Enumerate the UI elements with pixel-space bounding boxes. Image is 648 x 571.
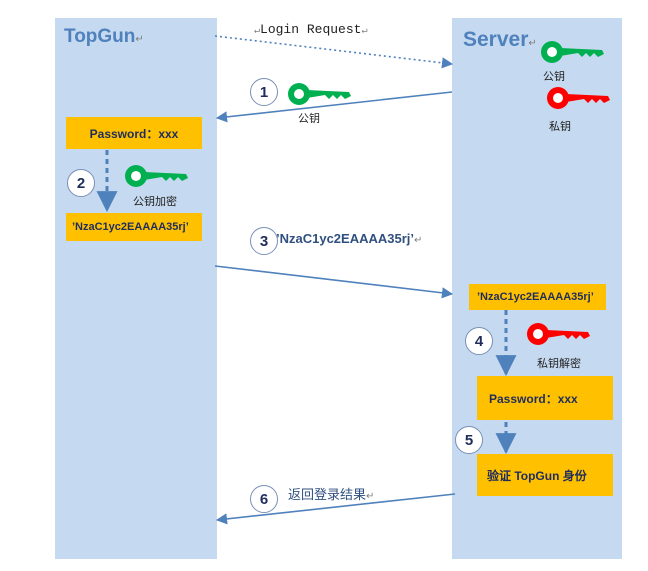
server-public-key-icon xyxy=(541,41,604,63)
result-message-label: 返回登录结果↵ xyxy=(288,487,375,502)
step-5-badge: 5 xyxy=(455,426,483,454)
step2-public-key-icon xyxy=(125,165,188,187)
verify-identity-box: 验证 TopGun 身份 xyxy=(477,454,613,496)
step4-private-key-icon xyxy=(527,323,590,345)
server-cipher-box: ’NzaC1yc2EAAAA35rj’ xyxy=(469,284,606,310)
step-4-badge: 4 xyxy=(465,327,493,355)
step2-key-label: 公钥加密 xyxy=(133,196,177,208)
cipher-arrow xyxy=(214,265,454,299)
server-title: Server↵ xyxy=(463,28,537,51)
topgun-title: TopGun↵ xyxy=(64,26,144,47)
step1-public-key-icon xyxy=(288,83,351,105)
step-3-badge: 3 xyxy=(250,227,278,255)
server-public-key-label: 公钥 xyxy=(543,71,565,83)
cipher-message-label: ’NzaC1yc2EAAAA35rj’↵ xyxy=(276,231,423,246)
result-arrow xyxy=(215,493,456,525)
public-key-arrow xyxy=(215,91,453,123)
server-password-box: Password：xxx xyxy=(477,376,613,420)
step-1-badge: 1 xyxy=(250,78,278,106)
topgun-lane xyxy=(55,18,217,559)
client-password-box: Password：xxx xyxy=(66,117,202,149)
step-2-badge: 2 xyxy=(67,169,95,197)
client-cipher-box: ’NzaC1yc2EAAAA35rj’ xyxy=(66,213,202,241)
login-request-label: ↵Login Request↵ xyxy=(254,22,368,37)
login-request-arrow xyxy=(214,35,454,69)
step-6-badge: 6 xyxy=(250,485,278,513)
server-private-key-label: 私钥 xyxy=(549,121,571,133)
step1-key-label: 公钥 xyxy=(298,113,320,125)
server-private-key-icon xyxy=(547,87,610,109)
step4-key-label: 私钥解密 xyxy=(537,358,581,370)
